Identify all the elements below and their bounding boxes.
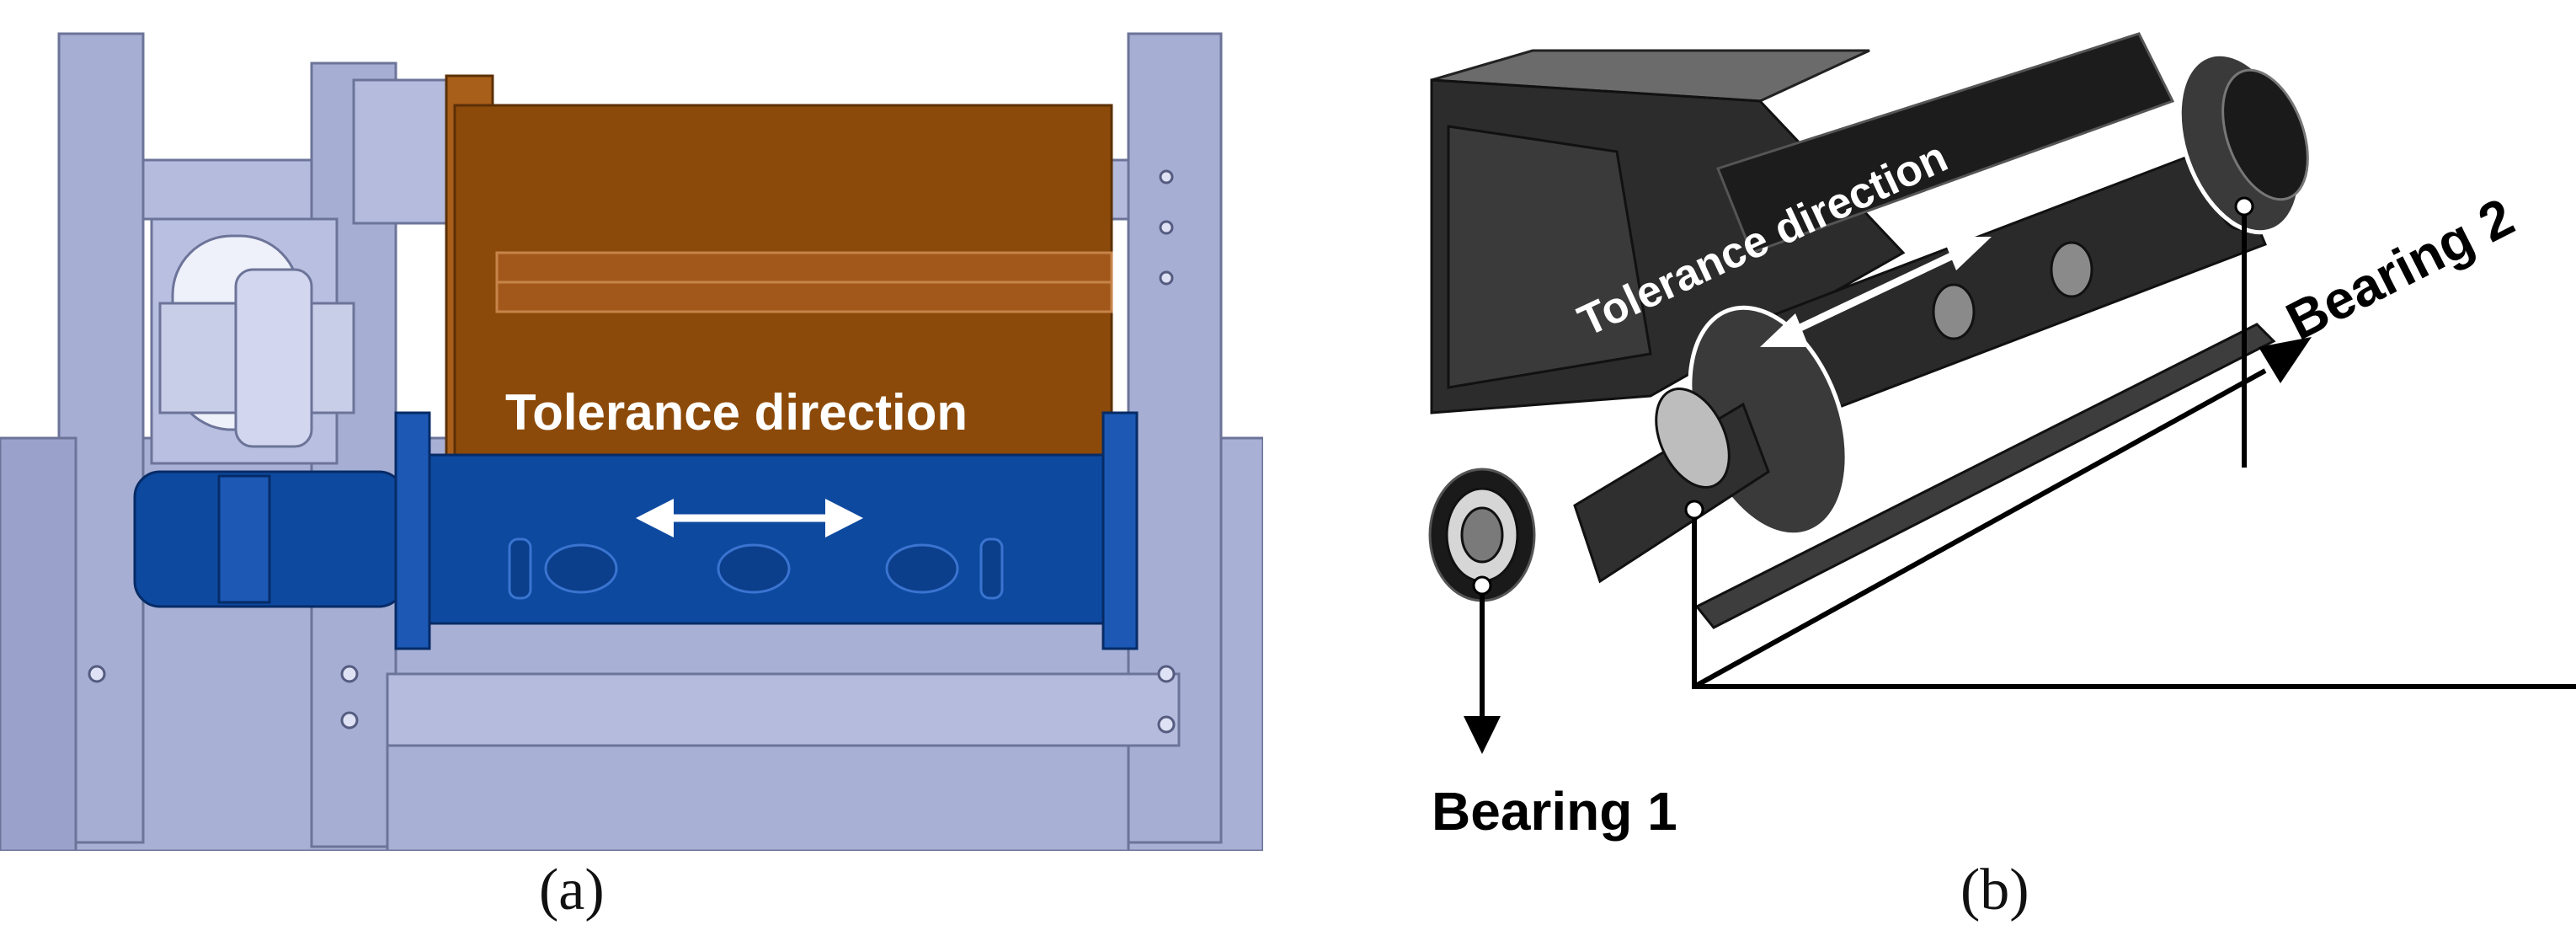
hole (340, 665, 359, 683)
panel-a-cad-view: Tolerance direction (0, 0, 1263, 851)
bearing-2-point (2234, 196, 2254, 217)
shaft-pocket (544, 543, 618, 594)
hole (88, 665, 106, 683)
motor-rail (1716, 32, 2175, 254)
tolerance-arrow (636, 499, 863, 537)
shaft-slot (979, 537, 1004, 600)
tolerance-direction-label: Tolerance direction (505, 384, 968, 441)
hole (1157, 715, 1176, 734)
frame-left-outer (0, 436, 77, 851)
bearing-ring (1655, 388, 1731, 489)
caption-b: (b) (1960, 858, 2029, 922)
hole (1159, 270, 1174, 286)
bearing-1-arrowhead (1464, 716, 1501, 754)
shaft-hole (1932, 283, 1976, 340)
motor-face (1447, 125, 1652, 389)
bearing-2-part (2221, 68, 2309, 201)
shaft-flange-right (1101, 411, 1139, 650)
shaft-main (394, 453, 1130, 625)
bearing-1-label: Bearing 1 (1432, 781, 1677, 842)
hole (1157, 665, 1176, 683)
panel-b-drawing: Tolerance direction Bearing 1 Bearing 2 (1428, 32, 2576, 842)
panel-a-drawing: Tolerance direction (0, 32, 1263, 851)
shaft-hole (2050, 241, 2093, 298)
frame-bottom-panel (386, 744, 1130, 851)
shaft-left-collar (217, 474, 271, 604)
bearing-2-label: Bearing 2 (2277, 186, 2524, 352)
shaft-slot (508, 537, 532, 600)
shaft-pocket (717, 543, 791, 594)
tolerance-arrow (1760, 237, 1992, 347)
bearing-2-arrowhead (2259, 337, 2312, 383)
hole (340, 711, 359, 730)
shaft-pocket (885, 543, 959, 594)
bearing-1-bore (1460, 506, 1504, 564)
span-line (1692, 510, 2576, 689)
frame-bottom-bar (386, 672, 1181, 747)
hole (1159, 220, 1174, 235)
bearing-span-point (1684, 500, 1704, 520)
shaft-stub-end (234, 268, 313, 448)
pin-rod (1694, 323, 2276, 629)
panel-b-exploded-view: Tolerance direction Bearing 1 Bearing 2 (1398, 0, 2576, 851)
bearing-2-direction (1693, 368, 2267, 689)
hole (1159, 169, 1174, 184)
bearing-1-point (1472, 575, 1492, 596)
shaft-flange-left (394, 411, 431, 650)
caption-a: (a) (539, 858, 605, 922)
